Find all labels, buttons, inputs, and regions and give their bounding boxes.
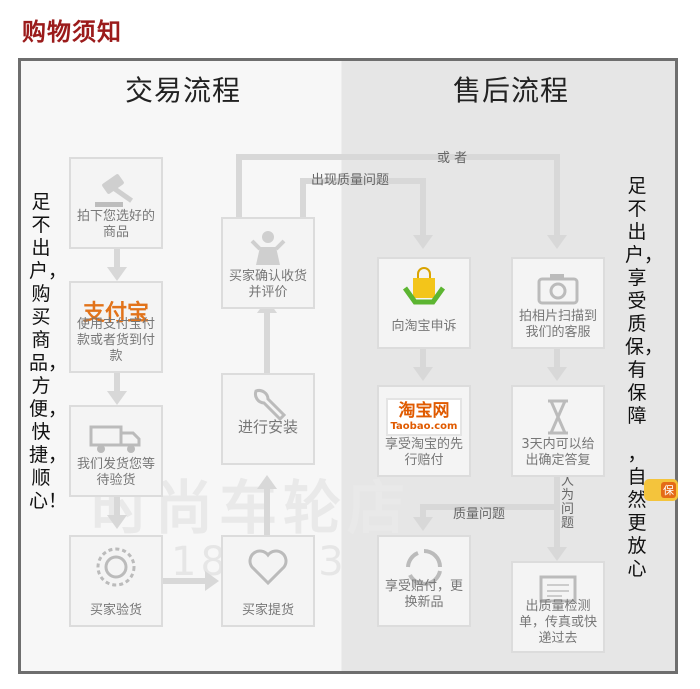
hourglass-icon xyxy=(513,395,603,439)
step-label: 买家提货 xyxy=(241,603,294,618)
step-pickup: 买家提货 xyxy=(221,535,315,627)
step-label: 向淘宝申诉 xyxy=(391,319,457,334)
step-label: 拍相片扫描到我们的客服 xyxy=(518,309,597,340)
step-inspect: 买家验货 xyxy=(69,535,163,627)
wrench-icon xyxy=(223,383,313,427)
edge-label-or: 或 者 xyxy=(437,151,468,166)
edge-label-human-issue: 人为问题 xyxy=(561,474,575,531)
step-select-goods: 拍下您选好的商品 xyxy=(69,157,163,249)
warranty-badge: 保 xyxy=(644,479,678,501)
step-reply-3-days: 3天内可以给出确定答复 xyxy=(511,385,605,477)
heart-icon xyxy=(223,545,313,589)
left-slogan: 足不出户，购买商品，方便，快捷，顺心！ xyxy=(29,191,68,512)
step-label: 享受淘宝的先行赔付 xyxy=(384,437,463,468)
flow-connectors xyxy=(107,154,567,591)
right-slogan-top: 足不出户，享受质保，有保障 xyxy=(625,175,664,427)
edge-label-quality-issue: 出现质量问题 xyxy=(311,173,390,188)
gavel-icon xyxy=(71,167,161,211)
trade-flow-title: 交易流程 xyxy=(125,74,242,107)
step-compensate-replace: 享受赔付，更换新品 xyxy=(377,535,471,627)
page-title: 购物须知 xyxy=(22,18,122,46)
camera-icon xyxy=(513,267,603,311)
seal-icon xyxy=(71,545,161,589)
step-label: 买家确认收货并评价 xyxy=(228,269,307,300)
shopping-bag-icon xyxy=(379,267,469,311)
person-icon xyxy=(223,227,313,271)
truck-icon xyxy=(71,415,161,459)
after-sale-flow-title: 售后流程 xyxy=(453,74,570,107)
step-label: 享受赔付，更换新品 xyxy=(384,579,463,610)
step-label: 进行安装 xyxy=(237,418,298,436)
step-install: 进行安装 xyxy=(221,373,315,465)
step-label: 买家验货 xyxy=(89,603,142,618)
certificate-icon xyxy=(513,567,603,611)
step-label: 3天内可以给出确定答复 xyxy=(521,437,595,468)
recycle-icon xyxy=(379,545,469,589)
step-appeal-taobao: 向淘宝申诉 xyxy=(377,257,471,349)
step-send-photos: 拍相片扫描到我们的客服 xyxy=(511,257,605,349)
step-quality-report: 出质量检测单，传真或快递过去 xyxy=(511,561,605,653)
step-label: 我们发货您等待验货 xyxy=(76,457,155,488)
step-pay: 支付宝 使用支付宝付款或者货到付款 xyxy=(69,281,163,373)
right-slogan-bottom: ，自然更放心 xyxy=(627,443,647,580)
step-label: 出质量检测单，传真或快递过去 xyxy=(518,599,597,646)
step-ship: 我们发货您等待验货 xyxy=(69,405,163,497)
step-confirm-receipt: 买家确认收货并评价 xyxy=(221,217,315,309)
edge-label-quality-issue-mid: 质量问题 xyxy=(453,507,506,522)
alipay-logo: 支付宝 xyxy=(82,300,149,325)
process-panel: 时尚车轮店 18122384225 xyxy=(18,58,678,674)
step-label: 拍下您选好的商品 xyxy=(76,209,155,240)
step-label: 使用支付宝付款或者货到付款 xyxy=(76,317,155,364)
